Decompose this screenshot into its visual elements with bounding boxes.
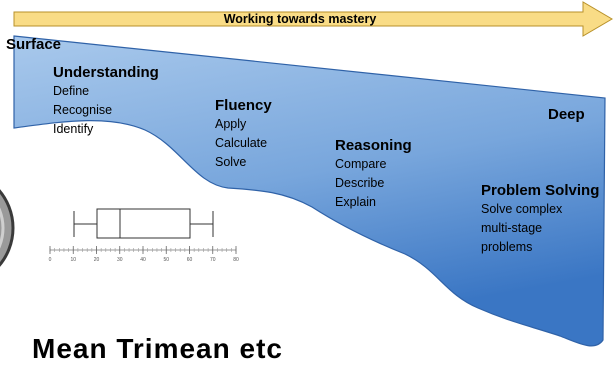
stage-item: Compare [335, 157, 387, 171]
stage-fluency: Fluency Apply Calculate Solve [215, 97, 272, 172]
axis-tick-label: 40 [140, 257, 146, 263]
axis-tick-label: 30 [117, 257, 123, 263]
depth-wedge [13, 35, 606, 347]
stage-understanding: Understanding Define Recognise Identify [53, 64, 159, 139]
stage-item: Explain [335, 195, 376, 209]
stage-title: Reasoning [335, 137, 412, 154]
stage-item: Define [53, 84, 90, 98]
bottom-title: Mean Trimean etc [32, 333, 283, 364]
axis-tick-label: 20 [94, 257, 100, 263]
stage-title: Understanding [53, 64, 159, 81]
surface-label: Surface [6, 36, 62, 53]
circle-graphic [0, 189, 15, 267]
stage-item: Solve [215, 155, 247, 169]
stage-title: Problem Solving [481, 182, 600, 199]
stage-item: Calculate [215, 136, 268, 150]
axis-tick-label: 50 [163, 257, 169, 263]
axis-tick-label: 80 [233, 257, 239, 263]
boxplot-axis-ticks: 0 10 20 30 40 50 60 70 80 [49, 246, 239, 263]
axis-tick-label: 10 [70, 257, 76, 263]
axis-tick-label: 60 [187, 257, 193, 263]
deep-label: Deep [548, 106, 585, 123]
boxplot-box [96, 208, 191, 239]
stage-item: Recognise [53, 103, 113, 117]
box-plot [73, 208, 214, 239]
mastery-arrow-label: Working towards mastery [223, 12, 377, 26]
stage-title: Fluency [215, 97, 272, 114]
stage-item: Solve complex [481, 202, 563, 216]
stage-item: problems [481, 240, 533, 254]
axis-tick-label: 0 [49, 257, 52, 263]
stage-item: Describe [335, 176, 385, 190]
stage-reasoning: Reasoning Compare Describe Explain [335, 137, 412, 212]
stage-item: Identify [53, 122, 94, 136]
diagram-canvas: 0 10 20 30 40 50 60 70 80 [0, 1, 613, 347]
axis-tick-label: 70 [210, 257, 216, 263]
stage-item: multi-stage [481, 221, 543, 235]
stage-item: Apply [215, 117, 247, 131]
mastery-arrow [13, 1, 613, 37]
stage-problem-solving: Problem Solving Solve complex multi-stag… [481, 182, 599, 257]
